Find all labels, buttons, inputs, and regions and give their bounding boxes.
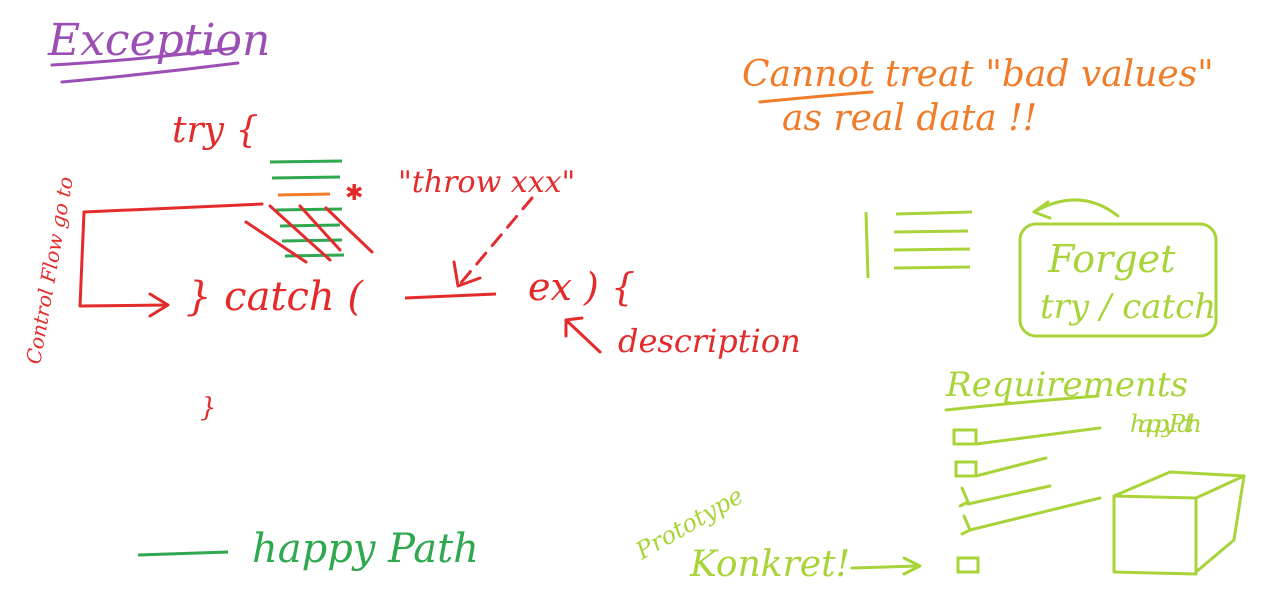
code-line <box>275 207 343 212</box>
skip-stroke <box>268 204 332 262</box>
orange-underline <box>758 90 874 104</box>
curved-arrow <box>1032 198 1120 218</box>
throw-to-catch-arrow <box>458 196 534 286</box>
code-line <box>271 175 341 180</box>
catch-keyword: } catch ( <box>186 274 364 320</box>
cube-icon <box>1112 470 1246 576</box>
code-line <box>893 265 971 270</box>
asterisk-icon: ✱ <box>345 181 363 206</box>
description-arrowhead <box>564 316 584 338</box>
cube-front <box>1112 494 1198 576</box>
skip-stroke <box>244 220 308 264</box>
orange-note-line1: Cannot treat "bad values" <box>742 54 1214 95</box>
code-line <box>895 210 973 216</box>
throw-label: "throw xxx" <box>398 165 575 200</box>
list-item-marker <box>960 514 972 536</box>
cube-side <box>1194 474 1246 574</box>
happy-path-line <box>137 550 229 557</box>
forget-box <box>1018 222 1218 338</box>
list-item-marker <box>958 486 970 508</box>
control-flow-arrowhead <box>148 292 170 318</box>
control-flow-label: Control Flow go to <box>21 175 78 366</box>
code-line <box>269 159 343 164</box>
list-item-marker <box>956 556 980 574</box>
description-label: description <box>618 322 801 360</box>
konkret-label: Konkret! <box>689 544 850 585</box>
prototype-arrow <box>850 564 920 570</box>
requirements-list <box>952 426 1102 574</box>
list-item-marker <box>954 460 978 478</box>
orange-note-line2: as real data !! <box>782 98 1037 139</box>
catch-param-blank <box>404 292 497 300</box>
skipped-lines-strokes <box>244 204 374 264</box>
happy-path-label: happy Path <box>252 526 479 572</box>
list-item-line <box>966 484 1052 506</box>
curved-arrowhead <box>1032 200 1052 220</box>
code-line <box>893 247 971 252</box>
exception-underline-1 <box>50 46 237 67</box>
prototype-arrowhead <box>902 556 922 576</box>
exception-title: Exception <box>47 15 270 66</box>
list-item-marker <box>952 428 978 446</box>
closing-brace: } <box>200 393 217 423</box>
code-lines-icon <box>864 210 973 279</box>
vertical-bar <box>864 211 870 279</box>
code-line <box>279 223 341 228</box>
code-line-throw <box>277 192 331 197</box>
code-line <box>893 229 969 234</box>
requirements-underline <box>944 394 1100 412</box>
try-keyword: try { <box>172 110 258 151</box>
try-catch-label: try / catch <box>1040 287 1216 327</box>
exception-param: ex ) { <box>528 265 635 309</box>
description-arrow <box>564 318 602 354</box>
skip-stroke <box>298 204 342 252</box>
list-item-line <box>974 456 1048 478</box>
list-item-line <box>968 496 1102 532</box>
list-item-line <box>974 426 1102 446</box>
control-flow-arrow <box>78 202 264 308</box>
skip-stroke <box>324 206 374 254</box>
happy-path-note: happy Path <box>1130 410 1202 438</box>
exception-underline-2 <box>60 61 240 84</box>
forget-label: Forget <box>1047 237 1176 281</box>
cube-top <box>1112 470 1246 500</box>
throw-to-catch-arrowhead <box>452 260 482 288</box>
